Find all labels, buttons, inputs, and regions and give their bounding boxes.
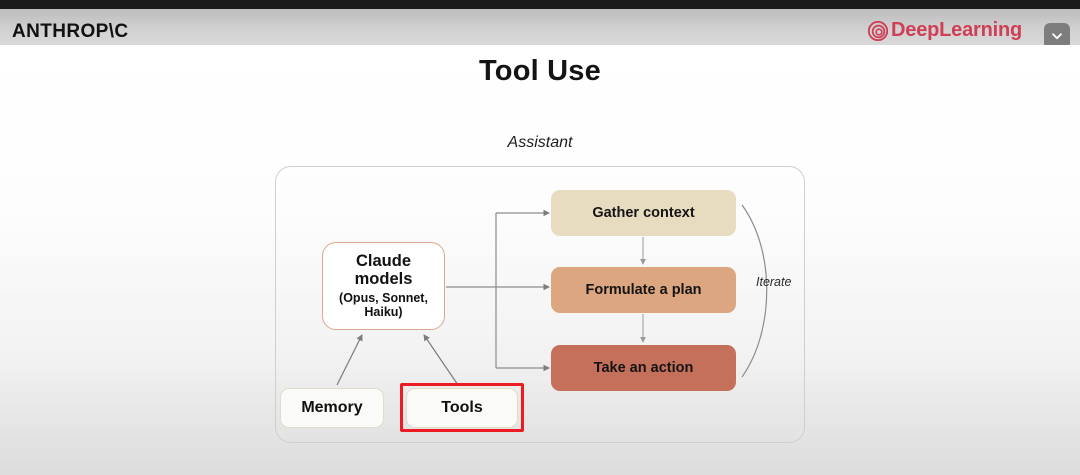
assistant-label: Assistant <box>507 134 573 151</box>
window-top-bar <box>0 0 1080 9</box>
deeplearning-logo: DeepLearning <box>868 19 1022 42</box>
chevron-down-icon <box>1052 33 1062 40</box>
dropdown-toggle-button[interactable] <box>1044 23 1070 49</box>
claude-models-variants: (Opus, Sonnet, Haiku) <box>339 290 428 320</box>
page-title: Tool Use <box>479 55 601 87</box>
step-gather-context: Gather context <box>551 190 736 236</box>
claude-models-line2: models <box>354 270 413 289</box>
memory-box: Memory <box>280 388 384 428</box>
claude-models-title: Claude models <box>355 252 413 289</box>
tools-box: Tools <box>406 388 518 428</box>
slide-body: Tool Use Assistant <box>0 45 1080 475</box>
claude-models-box: Claude models (Opus, Sonnet, Haiku) <box>322 242 445 330</box>
deeplearning-logo-text: DeepLearning <box>891 19 1022 41</box>
iterate-label: Iterate <box>756 275 792 289</box>
assistant-panel <box>275 166 805 443</box>
step-take-an-action: Take an action <box>551 345 736 391</box>
claude-models-line1: Claude <box>355 251 411 270</box>
header-bar: ANTHROP\C DeepLearning <box>0 9 1080 49</box>
tools-highlight-annotation <box>400 383 524 432</box>
anthropic-wordmark: ANTHROP\C <box>12 21 129 42</box>
step-formulate-a-plan: Formulate a plan <box>551 267 736 313</box>
spiral-icon <box>868 20 889 41</box>
